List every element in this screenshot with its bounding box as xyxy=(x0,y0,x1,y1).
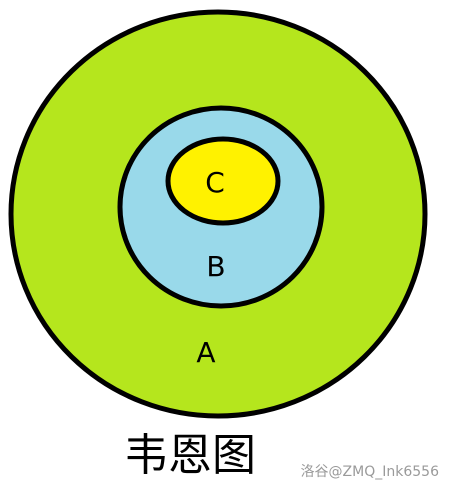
set-a-label: A xyxy=(196,336,215,369)
diagram-caption: 韦恩图 xyxy=(124,430,256,481)
watermark: 洛谷@ZMQ_Ink6556 xyxy=(300,464,439,480)
set-b-label: B xyxy=(206,250,225,283)
set-c-label: C xyxy=(205,166,225,199)
set-c-circle xyxy=(165,136,281,226)
